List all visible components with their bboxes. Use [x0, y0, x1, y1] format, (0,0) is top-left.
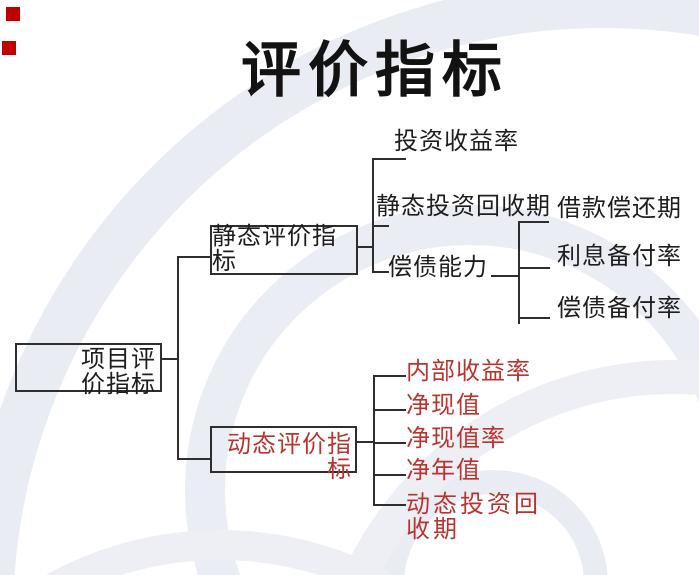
connector-stub-interest-coverage: [518, 267, 550, 269]
connector-stub-npv-rate: [373, 442, 406, 444]
node-label-debt-ability: 偿债能力: [388, 255, 488, 281]
node-label-dynamic-payback: 动态投资回 收期: [406, 492, 541, 543]
node-label-net-annual-value: 净年值: [406, 458, 481, 484]
node-label-loan-repay-period: 借款偿还期: [557, 196, 682, 222]
node-label-static-indicators: 静态评价指标: [212, 224, 337, 275]
connector-dynamic-right-stub: [357, 441, 374, 443]
connector-static-rail: [372, 158, 374, 273]
connector-static-right-stub: [358, 246, 373, 248]
connector-dynamic-rail: [373, 375, 375, 506]
node-label-interest-coverage: 利息备付率: [557, 244, 682, 270]
connector-stub-roi: [372, 158, 406, 160]
node-label-npv-rate: 净现值率: [406, 426, 506, 452]
node-label-static-payback: 静态投资回收期: [376, 194, 551, 220]
node-box-static-indicators: 静态评价指标: [210, 225, 358, 275]
connector-stub-static-payback: [372, 225, 389, 227]
red-bullet-square-2: [2, 41, 16, 55]
connector-stub-loan-repay: [518, 221, 549, 223]
connector-stub-dynamic-payback: [373, 504, 406, 506]
connector-stub-npv: [373, 409, 406, 411]
connector-debt-rail: [518, 221, 520, 324]
connector-stub-debt-ability: [372, 271, 389, 273]
node-label-debt-coverage: 偿债备付率: [557, 296, 682, 322]
connector-stub-nav: [373, 474, 406, 476]
connector-to-static-box: [177, 256, 211, 258]
connector-trunk: [177, 256, 179, 460]
connector-debt-ability-link: [491, 275, 519, 277]
node-box-project-indicators: 项目评 价指标: [15, 343, 162, 398]
node-label-npv: 净现值: [406, 393, 481, 419]
red-bullet-square-1: [6, 7, 20, 21]
connector-stub-irr: [373, 375, 406, 377]
connector-to-dynamic-box: [177, 458, 211, 460]
connector-stub-debt-coverage: [518, 317, 550, 319]
slide-title: 评价指标: [241, 36, 509, 106]
connector-root-stub: [162, 358, 178, 360]
node-label-irr: 内部收益率: [406, 359, 531, 385]
node-label-roi: 投资收益率: [394, 129, 519, 155]
node-box-dynamic-indicators: 动态评价指 标: [210, 426, 357, 483]
